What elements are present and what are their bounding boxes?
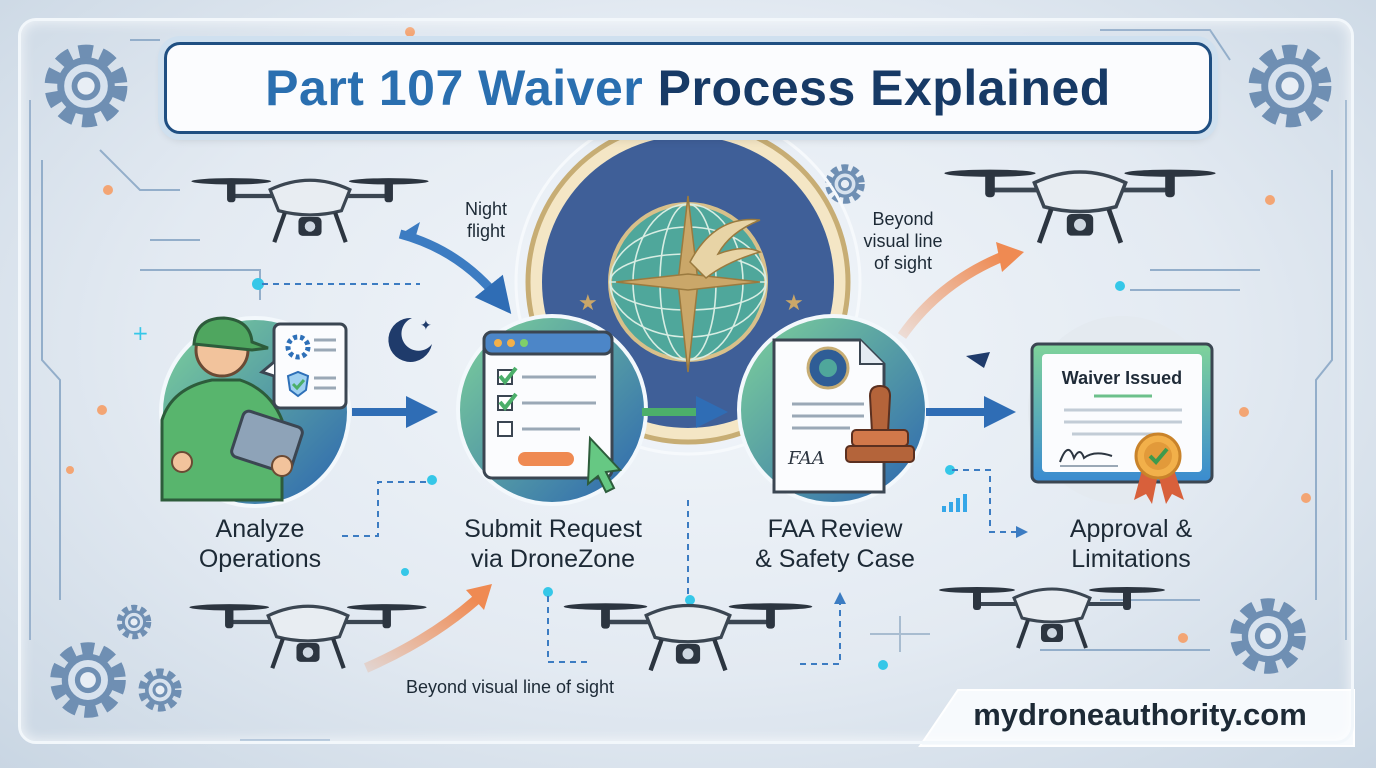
website-panel — [918, 689, 1355, 747]
faa-review-illustration: FAA — [772, 338, 915, 494]
svg-text:★: ★ — [784, 291, 804, 316]
certificate-title: Waiver Issued — [1061, 368, 1183, 388]
step-3-label-line2: & Safety Case — [755, 545, 915, 573]
mini-jet-icon — [966, 352, 990, 368]
drone-operator-illustration — [160, 316, 304, 502]
outer-frame — [18, 18, 1354, 744]
flow-arrows — [352, 222, 1024, 673]
bvlos-note-bottom: Beyond visual line of sight — [405, 677, 615, 697]
title-part2: Process Explained — [657, 60, 1111, 116]
bvlos-note-top: Beyond visual line of sight — [848, 208, 958, 274]
circuit-lines — [29, 29, 1347, 741]
dronezone-form-illustration — [482, 330, 623, 494]
cross-node-icon — [870, 616, 930, 652]
step-4-label: Approval & Limitations — [1026, 514, 1236, 574]
step-3-label: FAA Review & Safety Case — [730, 514, 940, 574]
bvlos-top-line3: of sight — [873, 253, 933, 273]
step-1-label-line2: Operations — [198, 545, 322, 573]
step-2-label-line1: Submit Request — [464, 515, 642, 543]
night-note-line2: flight — [466, 221, 506, 241]
title-part1: Part 107 Waiver — [265, 60, 644, 116]
step-1-label: Analyze Operations — [160, 514, 360, 574]
moon-icon: ✦ — [388, 317, 432, 362]
step-4-label-line2: Limitations — [1071, 545, 1191, 573]
website-url: mydroneauthority.com — [973, 697, 1307, 732]
night-flight-note: Night flight — [436, 198, 536, 242]
night-note-line1: Night — [464, 199, 508, 219]
sparkle-icon: + — [132, 321, 149, 345]
step-1-label-line1: Analyze — [215, 515, 305, 543]
bvlos-arrow-top — [897, 251, 1006, 339]
signal-bars-icon — [942, 494, 967, 512]
step-2-label: Submit Request via DroneZone — [430, 514, 676, 574]
glow-dots — [66, 27, 1311, 670]
title-banner: Part 107 Waiver Process Explained — [164, 42, 1212, 134]
svg-text:★: ★ — [578, 291, 598, 316]
step-3-label-line1: FAA Review — [767, 515, 903, 543]
step-2-label-line2: via DroneZone — [471, 545, 635, 573]
bvlos-top-line1: Beyond — [872, 209, 934, 229]
step-4-label-line1: Approval & — [1069, 515, 1193, 543]
bvlos-top-line2: visual line — [863, 231, 943, 251]
operations-panel-icon — [258, 322, 348, 410]
waiver-certificate — [1030, 342, 1214, 504]
bvlos-arrow-bottom — [363, 596, 480, 673]
faa-document-text: FAA — [787, 448, 825, 469]
svg-text:✦: ✦ — [420, 318, 432, 334]
website-footer: mydroneauthority.com — [920, 684, 1360, 746]
dashed-connectors — [262, 283, 1028, 665]
